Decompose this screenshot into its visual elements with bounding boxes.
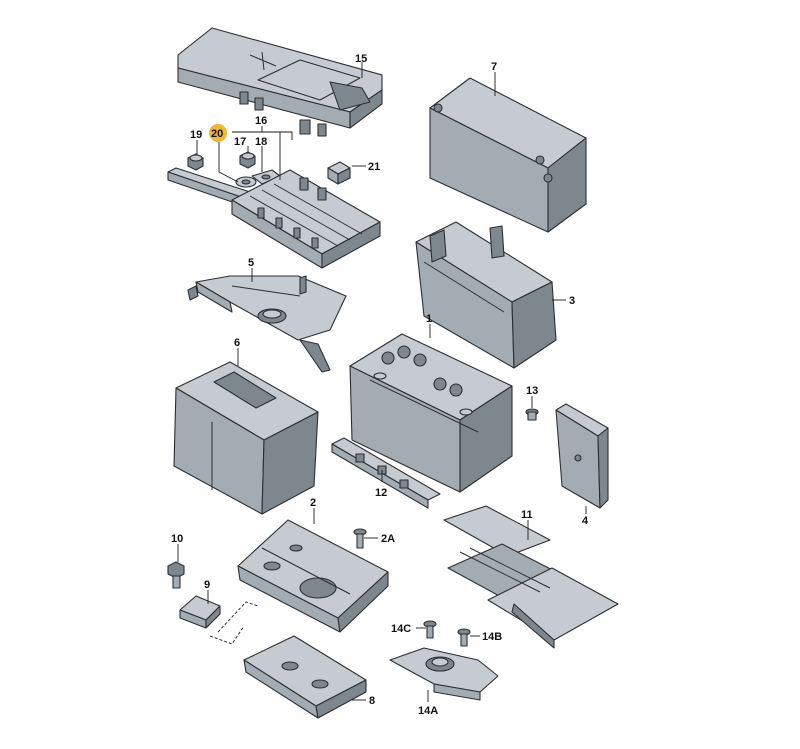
callout-4: 4 bbox=[582, 515, 589, 527]
part-2-tray bbox=[237, 519, 389, 633]
callout-9: 9 bbox=[204, 579, 210, 591]
callout-5: 5 bbox=[248, 257, 254, 269]
callout-2A: 2A bbox=[381, 533, 395, 545]
part-2A-bolt bbox=[353, 528, 367, 549]
part-4-plate bbox=[555, 403, 609, 509]
callout-labels: 15 7 19 20 16 17 18 21 5 3 1 6 13 12 4 2… bbox=[171, 53, 589, 717]
part-5-bracket bbox=[187, 275, 347, 373]
part-14C-bolt bbox=[423, 620, 437, 639]
callout-14C: 14C bbox=[391, 623, 411, 635]
callout-12: 12 bbox=[375, 487, 387, 499]
callout-20-highlight bbox=[209, 124, 227, 142]
callout-10: 10 bbox=[171, 533, 183, 545]
callout-3: 3 bbox=[569, 295, 575, 307]
callout-14A: 14A bbox=[418, 705, 438, 717]
callout-7: 7 bbox=[491, 61, 497, 73]
part-11-bracket bbox=[443, 505, 619, 649]
part-6-housing bbox=[173, 361, 319, 515]
callout-14B: 14B bbox=[482, 631, 502, 643]
callout-2: 2 bbox=[310, 497, 316, 509]
part-9-clamp bbox=[179, 595, 221, 629]
callout-8: 8 bbox=[369, 695, 375, 707]
callout-18: 18 bbox=[255, 136, 267, 148]
part-21-fuse bbox=[327, 161, 351, 185]
callout-15: 15 bbox=[355, 53, 367, 65]
part-14B-bolt bbox=[457, 628, 471, 647]
callout-11: 11 bbox=[521, 509, 533, 521]
part-3-bracket bbox=[415, 221, 557, 369]
part-19-nut bbox=[187, 153, 204, 171]
part-13-bolt bbox=[525, 408, 539, 421]
callout-16: 16 bbox=[255, 115, 267, 127]
callout-13: 13 bbox=[526, 385, 538, 397]
callout-1: 1 bbox=[426, 313, 432, 325]
part-14A-bracket bbox=[389, 647, 499, 701]
callout-21: 21 bbox=[368, 161, 380, 173]
callout-20: 20 bbox=[211, 128, 223, 140]
part-15-fuse-cover bbox=[177, 27, 383, 137]
part-7-battery-box bbox=[429, 77, 587, 233]
part-8-frame bbox=[243, 635, 367, 719]
part-16-fuse-holder bbox=[167, 167, 381, 269]
part-20-washer bbox=[235, 176, 257, 188]
part-17-nut bbox=[239, 151, 256, 169]
callout-19: 19 bbox=[190, 129, 202, 141]
part-1-battery bbox=[349, 333, 513, 493]
callout-17: 17 bbox=[234, 136, 246, 148]
leader-lines bbox=[177, 62, 587, 702]
callout-6: 6 bbox=[234, 337, 240, 349]
part-10-bolt bbox=[167, 561, 185, 589]
